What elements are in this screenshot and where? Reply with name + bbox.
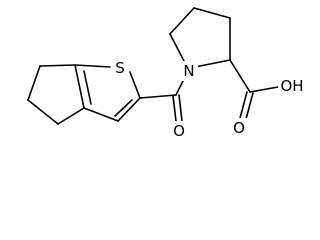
acid-oh-label-bg <box>278 75 306 97</box>
sulfur-atom-label: S <box>115 59 125 77</box>
bond-c5p-n <box>169 33 185 62</box>
atom-labels: S N O OH O <box>111 58 306 141</box>
bond-c7a-c4a <box>74 64 85 109</box>
bond-c4a-c5 <box>39 64 76 67</box>
bond-acid-carbon-oh <box>249 86 279 93</box>
bond-n-c2p <box>194 59 231 68</box>
bond-c7-c7a <box>57 107 85 125</box>
nitrogen-label-bg <box>180 61 198 81</box>
bond-c6-c7 <box>27 99 59 125</box>
bond-s-c2 <box>129 71 141 99</box>
bond-c4a-s <box>74 64 111 68</box>
bond-c3p-c4p <box>193 7 231 19</box>
carbonyl-oxygen-label-bg <box>170 121 188 141</box>
bond-acid-carbon-o-1 <box>239 91 248 119</box>
cyclopentane-ring <box>27 64 85 125</box>
acid-oh-label: OH <box>280 77 303 95</box>
acid-oxygen-label: O <box>233 119 245 137</box>
bond-c2-c3 <box>117 97 141 122</box>
bond-c5-c6 <box>27 65 41 101</box>
sulfur-label-bg <box>111 58 129 78</box>
chemical-structure-diagram: S N O OH O <box>27 7 306 141</box>
thiophene-ring <box>74 64 141 122</box>
bond-c7a-c4a-inner <box>83 70 92 105</box>
bond-carbonyl-o-2 <box>178 94 183 122</box>
carboxylic-acid <box>229 59 279 120</box>
acid-oxygen-label-bg <box>230 118 248 138</box>
bond-c4p-c5p <box>169 7 195 35</box>
bond-c2p-acid-carbon <box>229 59 251 93</box>
bond-c2-c3-inner <box>114 99 133 117</box>
amide-carbonyl <box>139 76 186 122</box>
pyrrolidine-ring <box>169 7 231 68</box>
bond-acid-carbon-o-2 <box>245 92 254 120</box>
bond-carbonyl-o-1 <box>172 95 177 122</box>
nitrogen-atom-label: N <box>183 62 194 80</box>
carbonyl-oxygen-label: O <box>173 122 185 140</box>
bond-c2-carbonyl <box>139 94 177 99</box>
bond-c3-c7a <box>83 107 119 122</box>
